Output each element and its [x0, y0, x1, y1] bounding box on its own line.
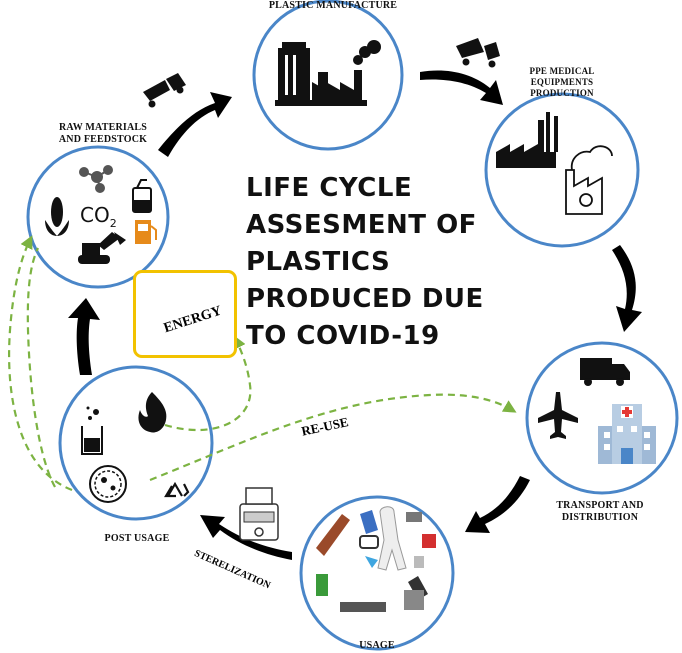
fuel-pump-icon: [135, 220, 157, 244]
molecule-icon: [79, 165, 113, 193]
energy-box: [133, 270, 237, 358]
truck-icon-3: [580, 358, 630, 386]
power-plant-icon: [496, 112, 558, 168]
airplane-icon: [538, 392, 578, 439]
ppe-production-circle: [484, 92, 640, 248]
excavator-icon: [78, 232, 126, 264]
dashed-post-to-raw-arrow: [8, 235, 73, 492]
hospital-icon: [598, 404, 656, 464]
plastic-manufacture-label: PLASTIC MANUFACTURE: [268, 0, 398, 11]
oil-tank-icon: [285, 55, 296, 95]
post-usage-label: POST USAGE: [104, 533, 170, 544]
cycle-arrows: [68, 70, 642, 560]
raw-materials-circle: [26, 145, 170, 289]
arrow-ppe-to-transport: [612, 245, 642, 332]
arrow-post-to-raw: [68, 298, 100, 375]
corn-icon: [45, 197, 69, 236]
co2-label: CO2: [80, 203, 117, 230]
arrow-transport-to-usage: [465, 476, 530, 533]
dashed-raw-back-arrow: [26, 247, 56, 488]
petri-dish-icon: [89, 465, 127, 503]
dashed-flow-arrows: [8, 235, 517, 492]
fuel-can-icon: [132, 179, 152, 213]
arrow-usage-to-post: [200, 515, 292, 560]
usage-label: USAGE: [359, 640, 395, 651]
arrow-manufacture-to-ppe: [420, 70, 503, 105]
flame-icon: [138, 392, 167, 433]
dashed-reuse-arrow: [149, 393, 517, 482]
truck-icon: [143, 73, 186, 108]
ppe-items-icon: [316, 506, 436, 612]
recycle-icon: [164, 481, 190, 498]
usage-circle: [299, 495, 455, 651]
truck-icon-2: [456, 38, 500, 68]
arrow-raw-to-manufacture: [158, 92, 232, 157]
recycle-factory-icon: [565, 145, 613, 215]
beaker-icon: [81, 406, 103, 455]
sterilizer-icon: [239, 487, 279, 541]
diagram-title: LIFE CYCLE ASSESMENT OF PLASTICS PRODUCE…: [246, 173, 484, 351]
